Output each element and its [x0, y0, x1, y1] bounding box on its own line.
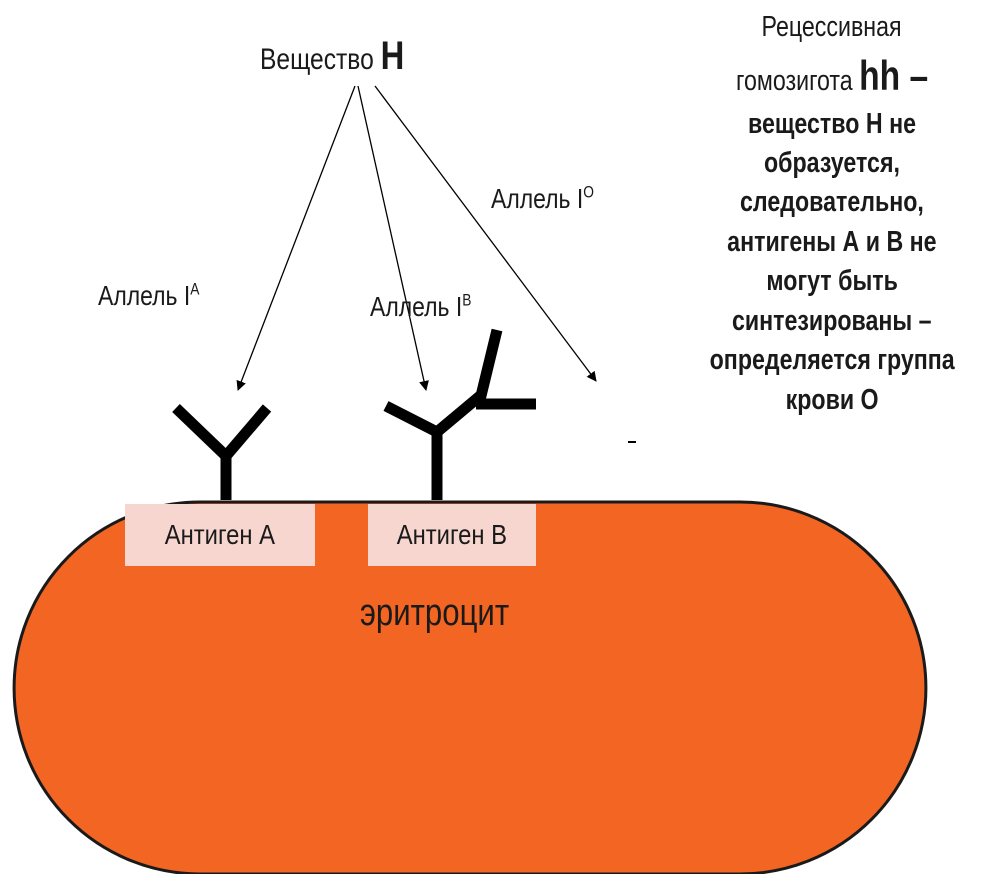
note-line-7: могут быть — [766, 262, 897, 301]
note-line-3: вещество Н не — [748, 105, 916, 144]
arrow-to-antigen-b — [358, 86, 426, 390]
allele-b-base: Аллель I — [370, 291, 462, 322]
antigen-a-box: Антиген А — [125, 504, 315, 566]
antigen-b-label: Антиген В — [397, 519, 507, 551]
allele-b-label: Аллель IB — [370, 291, 471, 323]
allele-a-superscript: A — [190, 280, 199, 299]
antigen-b-receptor — [386, 330, 536, 500]
erythrocyte-label: эритроцит — [360, 592, 509, 635]
note-line-5: следовательно, — [740, 183, 924, 222]
antigen-a-label: Антиген А — [165, 519, 275, 551]
substance-h-label: Вещество H — [260, 34, 404, 79]
allele-a-label: Аллель IA — [98, 280, 199, 312]
allele-o-base: Аллель I — [491, 183, 583, 214]
note-line-2-text: гомозигота — [736, 65, 853, 97]
antigen-a-receptor — [176, 408, 267, 500]
antigen-b-box: Антиген В — [368, 504, 536, 566]
arrow-to-allele-o — [375, 86, 596, 381]
note-line-9: определяется группа — [709, 341, 954, 380]
note-line-8: синтезированы – — [732, 302, 932, 341]
note-line-2-emphasis: hh – — [859, 52, 928, 99]
note-line-10: крови О — [786, 381, 879, 420]
substance-h-letter: H — [381, 34, 405, 78]
note-line-1: Рецессивная — [762, 8, 902, 47]
recessive-homozygote-note: Рецессивная гомозигота hh – вещество Н н… — [660, 8, 1004, 420]
arrow-to-antigen-a — [238, 86, 355, 390]
note-line-6: антигены А и В не — [727, 223, 936, 262]
allele-o-label: Аллель IO — [491, 183, 594, 215]
substance-h-text: Вещество — [260, 43, 374, 76]
allele-b-superscript: B — [462, 291, 471, 310]
note-line-4: образуется, — [764, 144, 900, 183]
allele-o-superscript: O — [583, 183, 594, 202]
allele-a-base: Аллель I — [98, 280, 190, 311]
